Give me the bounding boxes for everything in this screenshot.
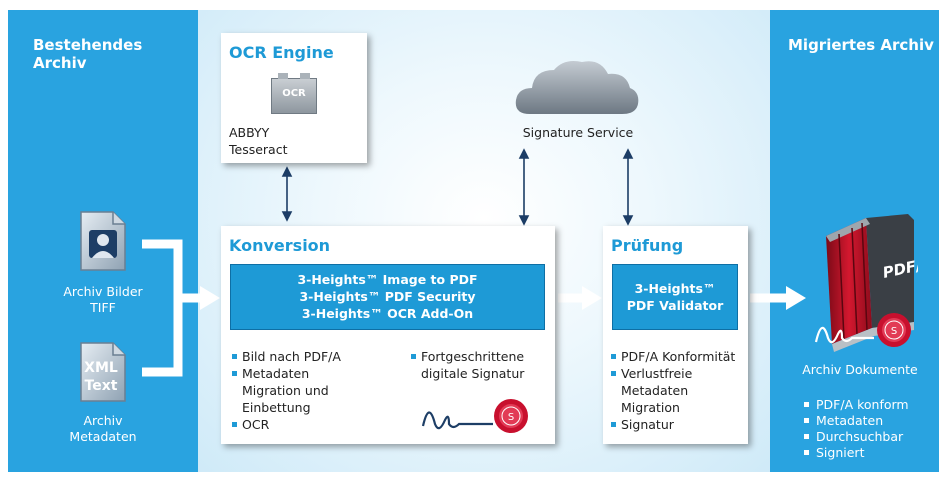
archive-documents-label: Archiv Dokumente [802, 362, 918, 377]
konversion-products: 3-Heights™ Image to PDF 3-Heights™ PDF S… [230, 264, 545, 330]
konversion-box: Konversion 3-Heights™ Image to PDF 3-Hei… [221, 226, 555, 444]
pruefung-features: PDF/A Konformität Verlustfreie Metadaten… [611, 348, 743, 433]
feature-ocr: OCR [232, 416, 372, 433]
xml-icon-text-1: XML [84, 360, 118, 376]
feature-bild-nach-pdfa: Bild nach PDF/A [232, 348, 372, 365]
feature-metadaten-migration: Metadaten Migration und Einbettung [232, 365, 372, 416]
svg-text:S: S [891, 326, 897, 337]
archive-features: PDF/A konform Metadaten Durchsuchbar Sig… [804, 397, 934, 461]
pruefung-box: Prüfung 3-Heights™ PDF Validator PDF/A K… [603, 226, 748, 444]
ocr-chip-icon: OCR [271, 73, 317, 114]
konversion-features-left: Bild nach PDF/A Metadaten Migration und … [232, 348, 372, 433]
product-3heights: 3-Heights™ [634, 281, 716, 296]
archive-feature-pdfa-konform: PDF/A konform [804, 397, 934, 413]
feature-verlustfreie-migration: Verlustfreie Metadaten Migration [611, 365, 743, 416]
merge-bracket [142, 239, 183, 377]
pdfa-archive-books-icon: PDF/A [826, 214, 918, 352]
svg-text:S: S [508, 412, 514, 423]
archive-signature-seal-icon: S [814, 313, 911, 347]
cloud-icon [515, 61, 639, 114]
signature-service-label: Signature Service [522, 125, 634, 140]
migrated-archive-title: Migriertes Archiv [788, 36, 934, 54]
product-image-to-pdf: 3-Heights™ Image to PDF [297, 272, 478, 287]
image-file-label: Archiv Bilder TIFF [40, 284, 166, 316]
feature-pdfa-konformitaet: PDF/A Konformität [611, 348, 743, 365]
xml-file-icon [80, 342, 126, 402]
konversion-features-right: Fortgeschrittene digitale Signatur [411, 348, 546, 382]
product-pdf-security: 3-Heights™ PDF Security [299, 289, 476, 304]
arrow-into-pruefung [582, 286, 602, 310]
pruefung-title: Prüfung [611, 236, 684, 255]
product-ocr-addon: 3-Heights™ OCR Add-On [301, 306, 474, 321]
product-pdf-validator: PDF Validator [626, 298, 724, 313]
signature-seal-icon: S [421, 399, 528, 433]
archive-feature-signiert: Signiert [804, 445, 934, 461]
pruefung-product: 3-Heights™ PDF Validator [612, 264, 738, 330]
arrow-into-archive [786, 286, 806, 310]
feature-digitale-signatur: Fortgeschrittene digitale Signatur [411, 348, 546, 382]
metadata-file-label: Archiv Metadaten [69, 413, 137, 444]
ocr-engine-2: Tesseract [229, 142, 288, 157]
xml-icon-text-2: Text [84, 378, 118, 394]
feature-signatur: Signatur [611, 416, 743, 433]
konversion-title: Konversion [229, 236, 331, 255]
ocr-engine-1: ABBYY [229, 125, 270, 140]
existing-archive-title: Bestehendes Archiv [33, 36, 143, 72]
ocr-chip-label: OCR [282, 88, 306, 99]
ocr-engine-title: OCR Engine [229, 43, 334, 62]
image-file-icon [80, 211, 126, 271]
xml-icon-text: XML Text [79, 359, 123, 395]
ocr-engine-box: OCR Engine OCR ABBYY Tesseract [221, 33, 367, 163]
image-file-label-text: Archiv Bilder TIFF [63, 284, 143, 315]
arrow-into-konversion [200, 286, 220, 310]
archive-feature-durchsuchbar: Durchsuchbar [804, 429, 934, 445]
archive-feature-metadaten: Metadaten [804, 413, 934, 429]
